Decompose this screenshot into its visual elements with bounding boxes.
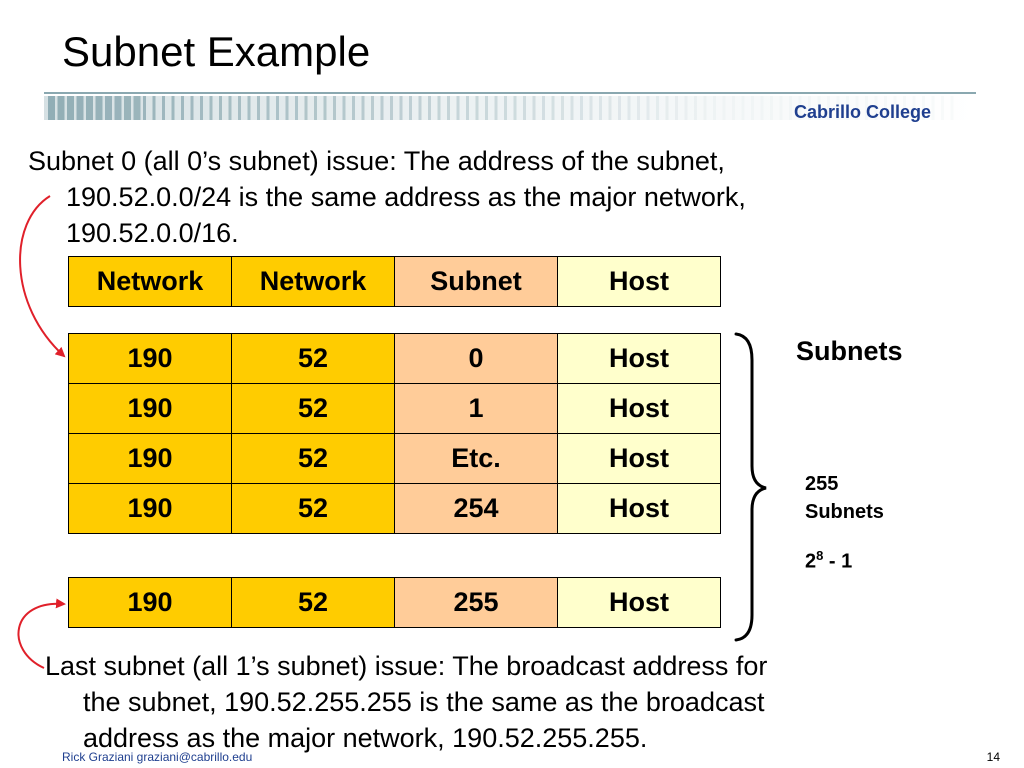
cell: Etc. <box>394 433 558 484</box>
cell: 190 <box>68 333 232 384</box>
formula-exponent: 8 <box>816 548 824 563</box>
cell: 52 <box>231 433 395 484</box>
arrow-curve-icon <box>17 598 66 669</box>
header-bar <box>44 92 976 120</box>
table-row: 190 52 Etc. Host <box>68 433 721 484</box>
intro-line-3: 190.52.0.0/16. <box>66 218 239 248</box>
footer-author: Rick Graziani graziani@cabrillo.edu <box>62 750 253 764</box>
cell: Host <box>557 483 721 534</box>
subnet-table: 190 52 0 Host 190 52 1 Host 190 52 Etc. … <box>68 333 721 534</box>
cell: 190 <box>68 383 232 434</box>
cell: Host <box>557 333 721 384</box>
cell: 254 <box>394 483 558 534</box>
outro-line-3: address as the major network, 190.52.255… <box>83 723 648 753</box>
header-network-1: Network <box>68 256 232 307</box>
table-row: 190 52 255 Host <box>68 577 721 628</box>
intro-paragraph: Subnet 0 (all 0’s subnet) issue: The add… <box>28 143 988 251</box>
header-table: Network Network Subnet Host <box>68 256 721 307</box>
cell: 255 <box>394 577 558 628</box>
intro-line-1: Subnet 0 (all 0’s subnet) issue: The add… <box>28 146 725 176</box>
cell: 0 <box>394 333 558 384</box>
count-unit: Subnets <box>805 501 884 523</box>
table-row: 190 52 0 Host <box>68 333 721 384</box>
cell: 52 <box>231 577 395 628</box>
cell: 190 <box>68 433 232 484</box>
cell: 190 <box>68 483 232 534</box>
brand-name: Cabrillo College <box>793 102 931 122</box>
subnets-label: Subnets <box>796 336 903 366</box>
header-host: Host <box>557 256 721 307</box>
cell: 52 <box>231 383 395 434</box>
intro-line-2: 190.52.0.0/24 is the same address as the… <box>66 182 746 212</box>
cell: Host <box>557 383 721 434</box>
cell: 52 <box>231 483 395 534</box>
outro-line-2: the subnet, 190.52.255.255 is the same a… <box>83 687 765 717</box>
table-row: 190 52 254 Host <box>68 483 721 534</box>
arrow-curve-icon <box>19 195 66 358</box>
header-network-2: Network <box>231 256 395 307</box>
slide-title: Subnet Example <box>62 28 371 75</box>
last-subnet-table: 190 52 255 Host <box>68 577 721 628</box>
outro-paragraph: Last subnet (all 1’s subnet) issue: The … <box>45 648 1005 756</box>
page-number: 14 <box>986 750 1000 764</box>
cell: 1 <box>394 383 558 434</box>
brace-icon <box>734 332 767 642</box>
count-value: 255 <box>805 473 839 495</box>
table-row: Network Network Subnet Host <box>68 256 721 307</box>
outro-line-1: Last subnet (all 1’s subnet) issue: The … <box>45 651 768 681</box>
cell: Host <box>557 577 721 628</box>
formula-rest: - 1 <box>823 550 853 573</box>
cell: 190 <box>68 577 232 628</box>
formula-base: 2 <box>805 550 817 573</box>
subnet-formula: 28 - 1 <box>805 548 852 574</box>
header-subnet: Subnet <box>394 256 558 307</box>
table-row: 190 52 1 Host <box>68 383 721 434</box>
subnet-count-label: 255 Subnets <box>805 470 884 526</box>
